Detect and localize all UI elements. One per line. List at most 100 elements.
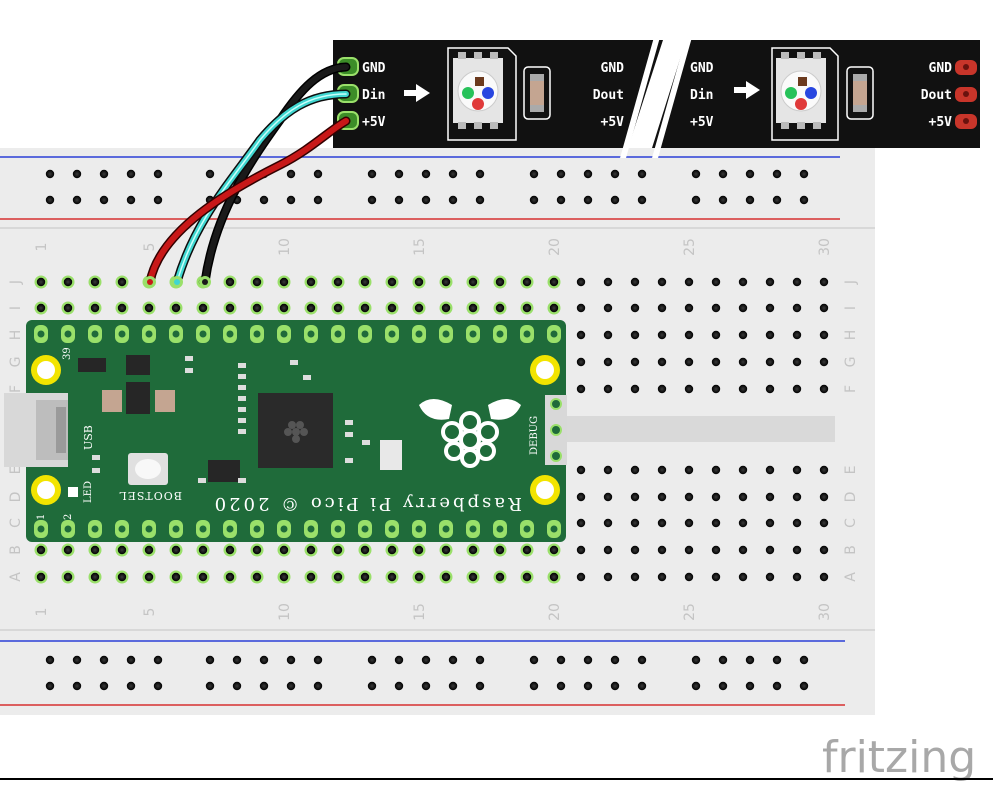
breadboard-hole[interactable] [819, 492, 829, 502]
power-rail-hole[interactable] [475, 195, 485, 205]
power-rail-hole[interactable] [205, 169, 215, 179]
breadboard-hole[interactable] [684, 277, 694, 287]
breadboard-hole[interactable] [576, 545, 586, 555]
breadboard-hole[interactable] [279, 303, 289, 313]
breadboard-hole[interactable] [792, 518, 802, 528]
breadboard-hole[interactable] [63, 545, 73, 555]
power-rail-hole[interactable] [745, 169, 755, 179]
power-rail-hole[interactable] [205, 681, 215, 691]
breadboard-hole[interactable] [738, 572, 748, 582]
breadboard-hole[interactable] [657, 330, 667, 340]
breadboard-hole[interactable] [819, 384, 829, 394]
power-rail-hole[interactable] [718, 681, 728, 691]
debug-header[interactable] [545, 395, 567, 465]
power-rail-hole[interactable] [45, 195, 55, 205]
power-rail-hole[interactable] [691, 681, 701, 691]
breadboard-hole[interactable] [225, 545, 235, 555]
power-rail-hole[interactable] [475, 169, 485, 179]
breadboard-hole[interactable] [603, 518, 613, 528]
breadboard-hole[interactable] [387, 572, 397, 582]
breadboard-hole[interactable] [738, 357, 748, 367]
breadboard-hole[interactable] [549, 545, 559, 555]
breadboard-hole[interactable] [792, 277, 802, 287]
power-rail-hole[interactable] [259, 655, 269, 665]
breadboard-hole[interactable] [738, 465, 748, 475]
power-rail-hole[interactable] [72, 195, 82, 205]
power-rail-hole[interactable] [637, 681, 647, 691]
power-rail-hole[interactable] [367, 195, 377, 205]
breadboard-hole[interactable] [90, 303, 100, 313]
breadboard-hole[interactable] [63, 277, 73, 287]
breadboard-hole[interactable] [711, 545, 721, 555]
power-rail-hole[interactable] [799, 681, 809, 691]
breadboard-hole[interactable] [306, 277, 316, 287]
power-rail-hole[interactable] [745, 681, 755, 691]
breadboard-hole[interactable] [738, 384, 748, 394]
breadboard-hole[interactable] [495, 303, 505, 313]
breadboard-hole[interactable] [576, 277, 586, 287]
breadboard-hole[interactable] [630, 545, 640, 555]
breadboard-hole[interactable] [117, 572, 127, 582]
breadboard-hole[interactable] [684, 518, 694, 528]
power-rail-hole[interactable] [421, 681, 431, 691]
power-rail-hole[interactable] [313, 169, 323, 179]
power-rail-hole[interactable] [153, 195, 163, 205]
power-rail-hole[interactable] [205, 655, 215, 665]
breadboard-hole[interactable] [198, 303, 208, 313]
power-rail-hole[interactable] [313, 195, 323, 205]
power-rail-hole[interactable] [610, 655, 620, 665]
breadboard-hole[interactable] [414, 572, 424, 582]
breadboard-hole[interactable] [603, 384, 613, 394]
breadboard-hole[interactable] [738, 303, 748, 313]
breadboard-hole[interactable] [765, 330, 775, 340]
breadboard-hole[interactable] [711, 518, 721, 528]
breadboard-hole[interactable] [171, 572, 181, 582]
breadboard-hole[interactable] [630, 303, 640, 313]
power-rail-hole[interactable] [313, 655, 323, 665]
power-rail-hole[interactable] [421, 169, 431, 179]
power-rail-hole[interactable] [448, 681, 458, 691]
breadboard-hole[interactable] [576, 384, 586, 394]
breadboard-hole[interactable] [819, 545, 829, 555]
breadboard-hole[interactable] [738, 518, 748, 528]
breadboard-hole[interactable] [441, 303, 451, 313]
breadboard-hole[interactable] [711, 357, 721, 367]
breadboard-hole[interactable] [117, 303, 127, 313]
breadboard-hole[interactable] [630, 357, 640, 367]
breadboard-hole[interactable] [657, 277, 667, 287]
breadboard-hole[interactable] [441, 277, 451, 287]
breadboard-hole[interactable] [360, 303, 370, 313]
breadboard-hole[interactable] [819, 277, 829, 287]
breadboard-hole[interactable] [603, 277, 613, 287]
breadboard-hole[interactable] [522, 572, 532, 582]
power-rail-hole[interactable] [99, 195, 109, 205]
breadboard-hole[interactable] [657, 518, 667, 528]
breadboard-hole[interactable] [684, 330, 694, 340]
power-rail-hole[interactable] [45, 655, 55, 665]
breadboard-hole[interactable] [414, 277, 424, 287]
breadboard-hole[interactable] [495, 572, 505, 582]
breadboard-hole[interactable] [576, 357, 586, 367]
power-rail-hole[interactable] [232, 655, 242, 665]
breadboard-hole[interactable] [468, 277, 478, 287]
breadboard-hole[interactable] [63, 303, 73, 313]
breadboard-hole[interactable] [684, 357, 694, 367]
breadboard-hole[interactable] [819, 303, 829, 313]
breadboard-hole[interactable] [630, 492, 640, 502]
breadboard-hole[interactable] [684, 572, 694, 582]
power-rail-hole[interactable] [99, 655, 109, 665]
breadboard-hole[interactable] [387, 277, 397, 287]
power-rail-hole[interactable] [99, 169, 109, 179]
breadboard-hole[interactable] [657, 384, 667, 394]
breadboard-hole[interactable] [711, 384, 721, 394]
power-rail-hole[interactable] [394, 169, 404, 179]
breadboard-hole[interactable] [792, 492, 802, 502]
power-rail-hole[interactable] [286, 681, 296, 691]
breadboard-hole[interactable] [738, 330, 748, 340]
breadboard-hole[interactable] [522, 545, 532, 555]
breadboard-hole[interactable] [144, 303, 154, 313]
breadboard-hole[interactable] [414, 545, 424, 555]
breadboard-hole[interactable] [576, 518, 586, 528]
power-rail-hole[interactable] [583, 681, 593, 691]
breadboard-hole[interactable] [333, 277, 343, 287]
